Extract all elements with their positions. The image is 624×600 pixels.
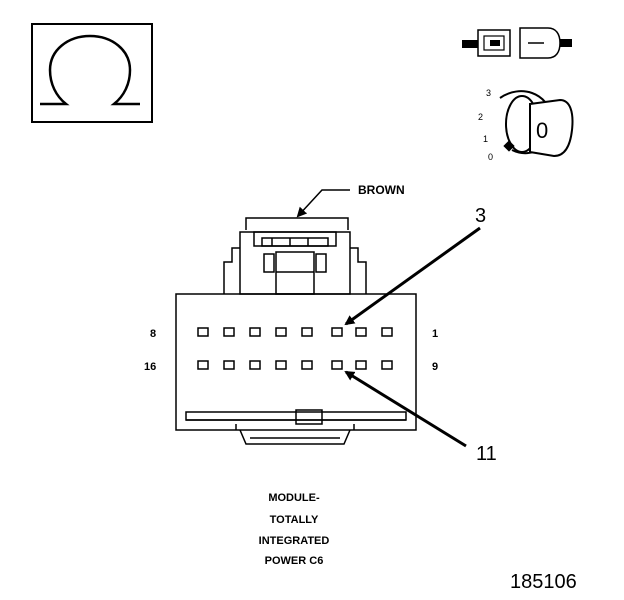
pin-cavity [331, 360, 343, 370]
pin-callout-11: 11 [344, 370, 497, 465]
figure-number: 185106 [510, 571, 577, 593]
row-label-top-left: 8 [150, 328, 156, 340]
key-position-1: 1 [483, 134, 488, 144]
ohm-symbol-icon [31, 23, 153, 123]
pin-cavity [275, 360, 287, 370]
brown-color-callout: BROWN [296, 183, 405, 218]
pin-cavity [197, 360, 209, 370]
pin-callout-3: 3 [344, 205, 486, 326]
pin-cavity [223, 360, 235, 370]
pin-cavity [249, 360, 261, 370]
pin-cavity [331, 327, 343, 337]
pin-cavity [355, 360, 367, 370]
key-position-3: 3 [486, 88, 491, 98]
pin-cavity [249, 327, 261, 337]
row-label-top-right: 1 [432, 328, 438, 340]
pin-cavity [381, 360, 393, 370]
caption-line-3: INTEGRATED [259, 535, 330, 547]
ignition-key-icon: 3 2 1 0 0 [478, 88, 574, 162]
caption-line-2: TOTALLY [270, 514, 319, 526]
pin-cavity [223, 327, 235, 337]
pin-row-bottom [197, 360, 393, 370]
pin-cavity [381, 327, 393, 337]
pin-cavity [197, 327, 209, 337]
caption-line-1: MODULE- [268, 492, 320, 504]
connector-body [175, 217, 417, 445]
pin-row-top [197, 327, 393, 337]
module-caption: MODULE- TOTALLY INTEGRATED POWER C6 [259, 492, 330, 567]
connector-color-label: BROWN [358, 183, 405, 197]
connector-unplugged-icon [462, 27, 572, 59]
pin-cavity [301, 327, 313, 337]
key-selected-position: 0 [536, 118, 548, 143]
key-position-0: 0 [488, 152, 493, 162]
pin-callout-11-label: 11 [476, 443, 497, 465]
pin-cavity [301, 360, 313, 370]
pin-cavity [275, 327, 287, 337]
key-position-2: 2 [478, 112, 483, 122]
pin-callout-3-label: 3 [475, 205, 486, 227]
row-label-bottom-left: 16 [144, 361, 156, 373]
caption-line-4: POWER C6 [265, 555, 324, 567]
pin-cavity [355, 327, 367, 337]
row-label-bottom-right: 9 [432, 361, 438, 373]
